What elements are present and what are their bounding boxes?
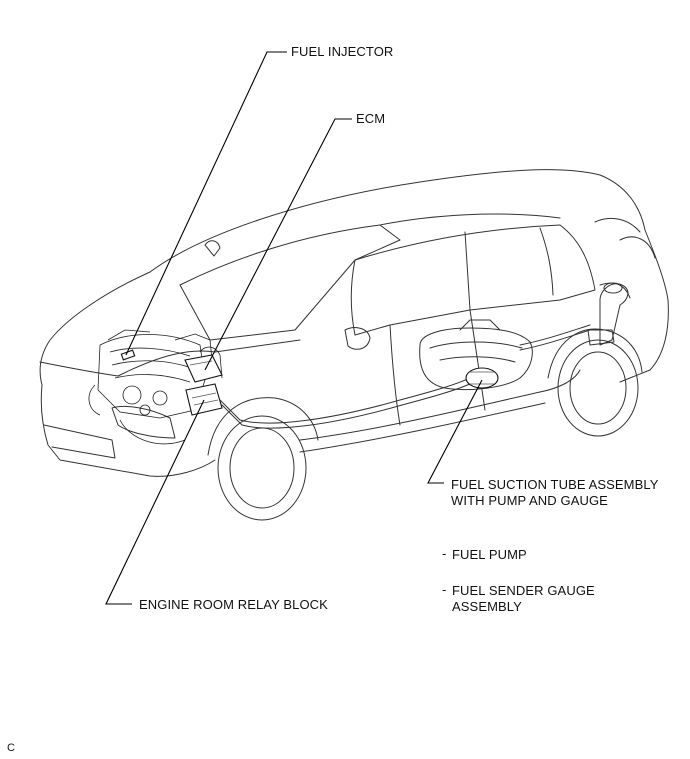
engine-assembly bbox=[88, 329, 213, 445]
engine-room-relay-block-label: ENGINE ROOM RELAY BLOCK bbox=[139, 597, 328, 612]
fuel-line bbox=[219, 324, 591, 429]
fuel-sender-gauge-label-line1: FUEL SENDER GAUGE bbox=[452, 583, 595, 598]
engine-room-relay-block-part bbox=[185, 346, 223, 416]
car-body-outline bbox=[39, 169, 669, 477]
ecm-label: ECM bbox=[356, 111, 386, 126]
fuel-pump-bullet: - bbox=[442, 546, 447, 561]
ecm-leader-line bbox=[204, 118, 352, 371]
fuel-sender-gauge-label-line2: ASSEMBLY bbox=[452, 599, 522, 614]
fuel-pump-label: FUEL PUMP bbox=[452, 547, 527, 562]
front-wheel bbox=[207, 397, 319, 521]
fuel-tank bbox=[419, 319, 533, 391]
fuel-suction-tube-assembly-part bbox=[465, 367, 499, 389]
fuel-suction-tube-label-line1: FUEL SUCTION TUBE ASSEMBLY bbox=[451, 477, 659, 492]
rear-wheel bbox=[547, 328, 643, 437]
fuel-filler-neck bbox=[587, 282, 629, 346]
ecm-part bbox=[184, 354, 223, 383]
engine-room-relay-block-leader-line bbox=[105, 399, 205, 605]
figure-code: C bbox=[7, 742, 16, 754]
fuel-suction-tube-label-line2: WITH PUMP AND GAUGE bbox=[451, 493, 608, 508]
fuel-injector-label: FUEL INJECTOR bbox=[291, 44, 394, 59]
fuel-injector-leader-line bbox=[125, 51, 287, 356]
fuel-sender-gauge-bullet: - bbox=[442, 582, 447, 597]
fuel-suction-tube-leader-line bbox=[427, 379, 483, 484]
